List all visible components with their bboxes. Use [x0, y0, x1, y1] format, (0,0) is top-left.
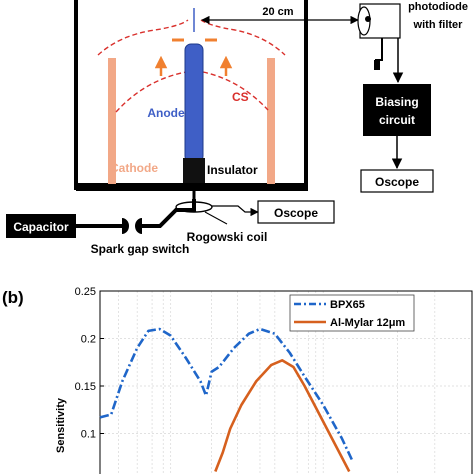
- oscope-bottom-label: Oscope: [274, 206, 318, 220]
- insulator-label: Insulator: [207, 163, 258, 177]
- capacitor-label: Capacitor: [13, 220, 69, 234]
- sensitivity-chart: (b) 0.25 0.2 0.15 0.1 Sensitivity BPX65 Al-…: [2, 286, 473, 474]
- cs-label: CS: [232, 90, 249, 104]
- rogowski-coil: [175, 201, 213, 213]
- legend-label-mylar: Al-Mylar 12μm: [330, 317, 405, 329]
- series-layer: [99, 327, 355, 473]
- rogowski-leader-line: [204, 211, 228, 225]
- cathode-label: Cathode: [110, 161, 158, 175]
- chart-grid: [100, 290, 472, 474]
- oscope-bottom-box: [257, 200, 335, 224]
- rogowski-label: Rogowski coil: [187, 230, 268, 244]
- anode-label: Anode: [147, 106, 185, 120]
- anode-electrode: [184, 43, 204, 163]
- y-axis-ticks: 0.25 0.2 0.15 0.1: [75, 286, 104, 441]
- y-tick-label: 0.2: [81, 334, 96, 346]
- biasing-label-1: Biasing: [375, 95, 418, 109]
- cathode-rod-right: [267, 58, 275, 184]
- current-sheath-outer-left: [97, 19, 189, 56]
- capacitor-box: [6, 214, 76, 238]
- spark-gap-label: Spark gap switch: [91, 242, 190, 256]
- series-line-0: [99, 327, 355, 463]
- panel-b-label: (b): [2, 288, 24, 307]
- legend-box: [289, 294, 415, 332]
- spark-gap-electrode-right: [135, 218, 142, 234]
- rogowski-to-oscope-wire: [212, 205, 259, 217]
- y-axis-label: Sensitivity: [55, 397, 67, 453]
- chamber-base-plate: [76, 183, 308, 191]
- current-sheath-inner-left: [115, 71, 187, 113]
- current-sheath-outer-right: [200, 19, 286, 56]
- cathode-rod-left: [108, 58, 116, 184]
- y-tick-label: 0.25: [75, 286, 96, 298]
- biasing-label-2: circuit: [379, 113, 415, 127]
- photodiode-label-1: photodiode: [408, 1, 468, 13]
- plot-frame: [99, 290, 473, 474]
- y-tick-label: 0.15: [75, 381, 96, 393]
- oscope-right-label: Oscope: [375, 175, 419, 189]
- y-tick-label: 0.1: [81, 429, 96, 441]
- spark-gap-electrode-left: [122, 218, 129, 234]
- photodiode-label-2: with filter: [413, 19, 464, 31]
- photodiode-connector: [374, 60, 380, 70]
- setup-diagram: 20 cm photodiode with filter Biasing cir…: [6, 0, 468, 256]
- chart-legend: BPX65 Al-Mylar 12μm: [289, 294, 415, 332]
- oscope-right-box: [360, 169, 434, 193]
- spark-gap-to-chamber-wire: [142, 199, 196, 228]
- distance-label: 20 cm: [262, 6, 293, 18]
- insulator-block: [183, 158, 205, 183]
- biasing-circuit-box: [363, 84, 431, 136]
- photodiode-sensor: [365, 16, 371, 22]
- series-line-1: [214, 359, 351, 473]
- legend-label-bpx65: BPX65: [330, 299, 365, 311]
